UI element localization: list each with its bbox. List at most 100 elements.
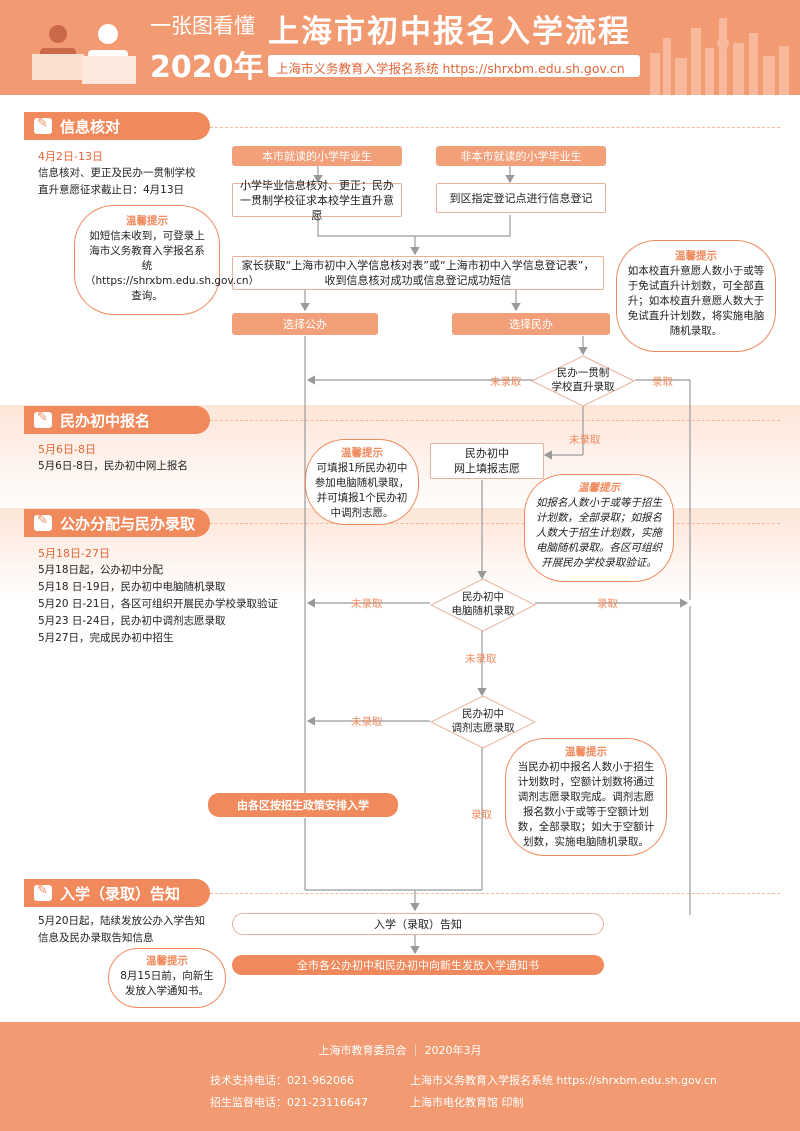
city-skyline-icon — [650, 18, 789, 95]
flow-register-info: 到区指定登记点进行信息登记 — [436, 183, 606, 213]
footer-tech-phone: 技术支持电话：021-962066 — [210, 1074, 354, 1087]
tip-text: 如本校直升意愿人数小于或等于免试直升计划数，可全部直升；如本校直升意愿人数大于免… — [627, 265, 765, 337]
flow-nonlocal-graduates: 非本市就读的小学毕业生 — [436, 146, 606, 166]
section-line: 直升意愿征求截止日：4月13日 — [38, 184, 185, 196]
footer: 上海市教育委员会 ｜ 2020年3月 技术支持电话：021-962066 上海市… — [0, 1022, 800, 1131]
flow-text: 学校直升录取 — [551, 381, 615, 393]
decision-random-admission — [430, 578, 536, 632]
tip-notice-deadline: 温馨提示 8月15日前，向新生发放入学通知书。 — [108, 948, 226, 1008]
tip-adjust-admission: 温馨提示 当民办初中报名人数小于招生计划数时，空额计划数将通过调剂志愿录取完成。… — [505, 738, 667, 856]
footer-printer: 上海市电化教育馆 印制 — [410, 1096, 524, 1109]
footer-system-link[interactable]: 上海市义务教育入学报名系统 https://shrxbm.edu.sh.gov.… — [410, 1074, 717, 1087]
tip-direct-admission: 温馨提示 如本校直升意愿人数小于或等于免试直升计划数，可全部直升；如本校直升意愿… — [616, 240, 776, 352]
divider — [210, 127, 780, 128]
page-title: 上海市初中报名入学流程 — [268, 14, 631, 50]
section-enroll-notice: 入学（录取）告知 — [24, 879, 210, 907]
district-arrangement: 由各区按招生政策安排入学 — [208, 793, 398, 817]
footer-org: 上海市教育委员会 ｜ 2020年3月 — [318, 1044, 482, 1057]
tip-text: 当民办初中报名人数小于招生计划数时，空额计划数将通过调剂志愿录取完成。调剂志愿报… — [517, 761, 655, 848]
tip-title: 温馨提示 — [675, 250, 717, 262]
flow-local-graduates: 本市就读的小学毕业生 — [232, 146, 402, 166]
decision-direct-admission — [531, 355, 635, 407]
edge-label-admitted: 录取 — [597, 598, 618, 610]
divider — [210, 893, 780, 894]
pencil-icon — [34, 116, 52, 134]
tip-text: 8月15日前，向新生发放入学通知书。 — [120, 970, 214, 997]
page-subtitle[interactable]: 上海市义务教育入学报名系统 https://shrxbm.edu.sh.gov.… — [276, 61, 625, 76]
tip-title: 温馨提示 — [146, 955, 188, 967]
footer-supervise-phone: 招生监督电话：021-23116647 — [210, 1096, 368, 1109]
tip-sms-not-received: 温馨提示 如短信未收到，可登录上海市义务教育入学报名系统（https://shr… — [74, 205, 259, 315]
section-allocation: 公办分配与民办录取 — [24, 509, 210, 537]
section-line: 5月18 日-19日，民办初中电脑随机录取 — [38, 581, 226, 593]
flow-text: 民办一贯制 — [556, 367, 610, 379]
section-date: 5月6日-8日 — [38, 443, 96, 456]
flow-text: 电脑随机录取 — [451, 605, 515, 617]
section-title: 信息核对 — [60, 117, 121, 136]
choose-public: 选择公办 — [232, 313, 378, 335]
section-line: 信息及民办录取告知信息 — [38, 932, 154, 944]
section-line: 5月27日，完成民办初中招生 — [38, 632, 174, 644]
tip-title: 温馨提示 — [341, 447, 383, 459]
section-line: 5月18日起，公办初中分配 — [38, 564, 164, 576]
tip-apply-limit: 温馨提示 可填报1所民办初中参加电脑随机录取，并可填报1个民办初中调剂志愿。 — [305, 439, 419, 525]
decision-adjust-admission-label: 民办初中 调剂志愿录取 — [430, 707, 536, 735]
subtitle-bar — [268, 55, 640, 77]
flow-get-form: 家长获取“上海市初中入学信息核对表”或“上海市初中入学信息登记表”， 收到信息核… — [232, 256, 604, 290]
decision-direct-admission-label: 民办一贯制 学校直升录取 — [531, 366, 635, 394]
header-year: 2020年 — [150, 50, 264, 85]
section-line: 5月6日-8日，民办初中网上报名 — [38, 460, 188, 472]
edge-label-not-admitted: 未录取 — [351, 598, 383, 610]
flow-text: 民办初中 — [465, 447, 509, 460]
flow-connectors — [300, 165, 691, 955]
tip-title: 温馨提示 — [126, 215, 168, 227]
flow-text: 调剂志愿录取 — [451, 722, 515, 734]
tip-title: 温馨提示 — [578, 482, 620, 494]
flow-text: 网上填报志愿 — [454, 462, 520, 475]
edge-label-admitted: 录取 — [652, 376, 673, 388]
tip-text: 可填报1所民办初中参加电脑随机录取，并可填报1个民办初中调剂志愿。 — [314, 462, 410, 519]
flow-text: 收到信息核对成功或信息登记成功短信 — [324, 274, 512, 287]
tip-text: 如短信未收到，可登录上海市义务教育入学报名系统（https://shrxbm.e… — [85, 230, 260, 302]
section-line: 信息核对、更正及民办一贯制学校 — [38, 167, 196, 179]
decision-random-admission-label: 民办初中 电脑随机录取 — [430, 590, 536, 618]
header-line1: 一张图看懂 — [150, 14, 255, 38]
flow-verify-info: 小学毕业信息核对、更正；民办一贯制学校征求本校学生直升意愿 — [232, 179, 402, 222]
edge-label-admitted: 录取 — [471, 809, 492, 821]
flow-online-apply: 民办初中 网上填报志愿 — [430, 443, 544, 479]
pencil-icon — [34, 410, 52, 428]
section-private-apply-text: 5月6日-8日 5月6日-8日，民办初中网上报名 — [38, 441, 228, 475]
edge-label-not-admitted: 未录取 — [490, 376, 522, 388]
section-info-check-text: 4月2日-13日 信息核对、更正及民办一贯制学校 直升意愿征求截止日：4月13日 — [38, 148, 218, 199]
section-enroll-notice-text: 5月20日起，陆续发放公办入学告知 信息及民办录取告知信息 — [38, 913, 228, 947]
tip-random-admission: 温馨提示 如报名人数小于或等于招生计划数，全部录取；如报名人数大于招生计划数，实… — [524, 474, 674, 582]
section-line: 5月20 日-21日，各区可组织开展民办学校录取验证 — [38, 598, 279, 610]
section-private-apply: 民办初中报名 — [24, 406, 210, 434]
flow-final-notice: 全市各公办初中和民办初中向新生发放入学通知书 — [232, 955, 604, 975]
header-banner: 一张图看懂 2020年 上海市初中报名入学流程 上海市义务教育入学报名系统 ht… — [0, 0, 800, 95]
section-line: 5月20日起，陆续发放公办入学告知 — [38, 915, 206, 927]
section-title: 民办初中报名 — [60, 411, 151, 430]
section-allocation-text: 5月18日-27日 5月18日起，公办初中分配 5月18 日-19日，民办初中电… — [38, 545, 288, 647]
flow-text: 民办初中 — [462, 708, 504, 720]
tip-text: 如报名人数小于或等于招生计划数，全部录取；如报名人数大于招生计划数，实施电脑随机… — [536, 497, 662, 569]
pencil-icon — [34, 883, 52, 901]
section-date: 5月18日-27日 — [38, 547, 110, 560]
section-line: 5月23 日-24日，民办初中调剂志愿录取 — [38, 615, 226, 627]
reading-students-icon — [32, 24, 136, 84]
edge-label-not-admitted: 未录取 — [351, 716, 383, 728]
edge-label-not-admitted: 未录取 — [569, 434, 601, 446]
decision-adjust-admission — [430, 695, 536, 749]
edge-label-not-admitted: 未录取 — [465, 653, 497, 665]
pencil-icon — [34, 513, 52, 531]
divider — [210, 523, 780, 524]
flow-enroll-notice: 入学（录取）告知 — [232, 913, 604, 935]
section-date: 4月2日-13日 — [38, 150, 103, 163]
tip-title: 温馨提示 — [565, 746, 607, 758]
divider — [210, 420, 780, 421]
section-title: 入学（录取）告知 — [60, 884, 181, 903]
choose-private: 选择民办 — [452, 313, 610, 335]
flow-text: 民办初中 — [462, 591, 504, 603]
section-info-check: 信息核对 — [24, 112, 210, 140]
flow-text: 家长获取“上海市初中入学信息核对表”或“上海市初中入学信息登记表”， — [241, 259, 595, 272]
